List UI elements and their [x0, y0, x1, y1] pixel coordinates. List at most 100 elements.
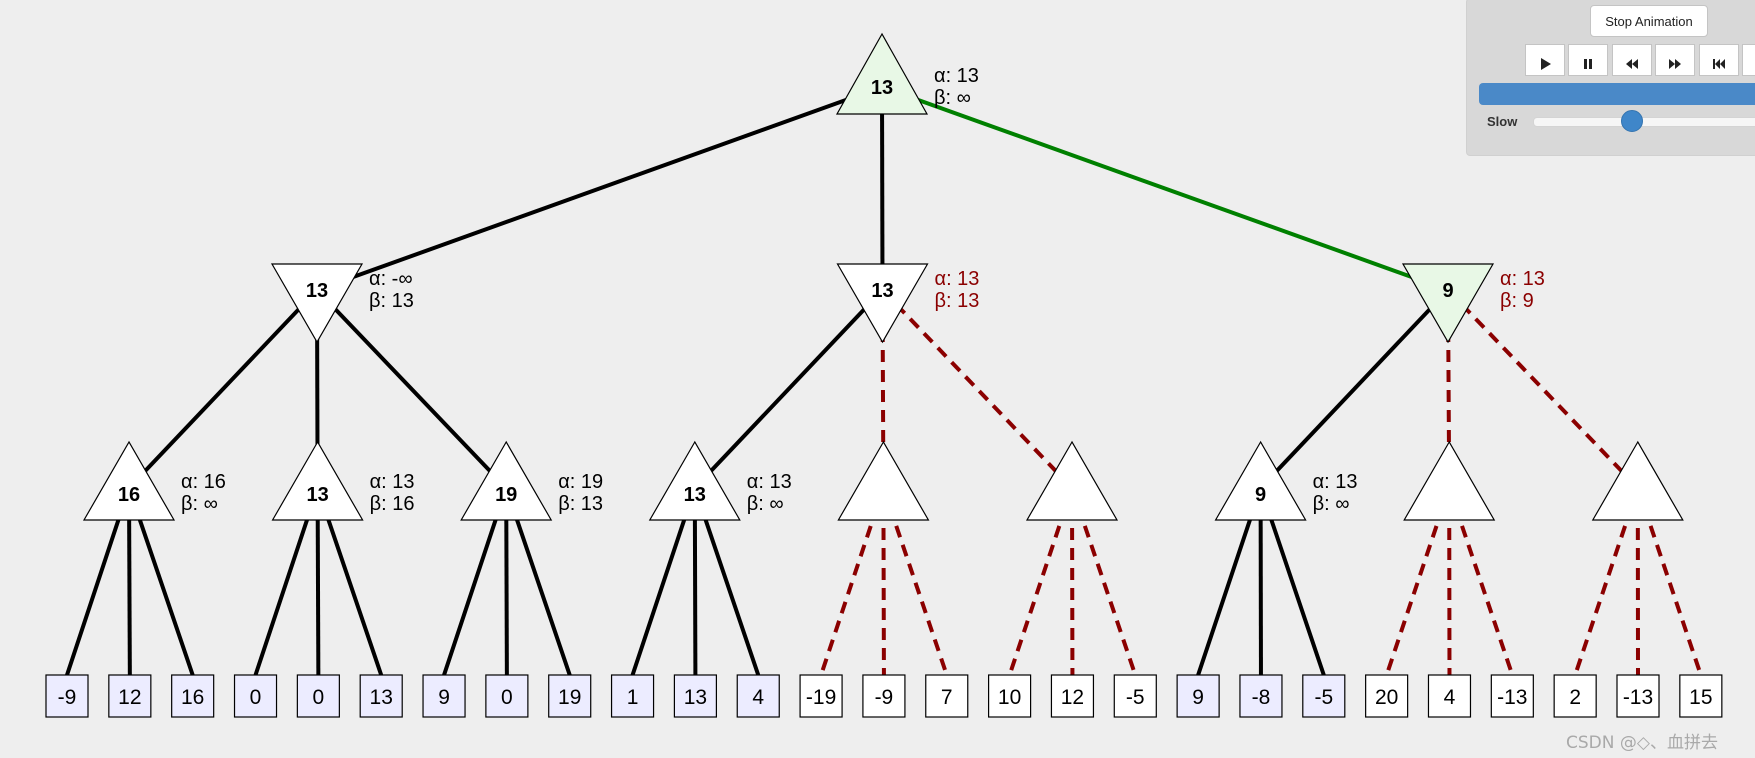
- leaf-node: [1302, 674, 1346, 718]
- rewind-icon: [1625, 59, 1638, 69]
- speed-slider-handle[interactable]: [1620, 110, 1643, 132]
- edge-to-leaf-16: [1007, 487, 1074, 676]
- leaf-node: [233, 674, 278, 718]
- leaf-node: [548, 674, 592, 718]
- min-node-value: 13: [306, 280, 328, 302]
- animation-control-panel: Stop Animation: [1466, 0, 1755, 156]
- pause-icon: [1584, 59, 1593, 69]
- leaf-node: [1553, 674, 1597, 718]
- leaf-value: 2: [1569, 686, 1581, 709]
- pruned-max-node: [1403, 440, 1496, 521]
- leaf-value: -19: [806, 686, 836, 709]
- max-node: [648, 440, 741, 521]
- min-node: [270, 263, 364, 344]
- edge-to-leaf-25: [1573, 487, 1640, 676]
- min-node: [1401, 263, 1495, 344]
- leaf-value: 0: [313, 686, 325, 709]
- edge-to-leaf-24: [1447, 487, 1515, 676]
- leaf-value: 15: [1689, 686, 1712, 709]
- play-icon: [1541, 58, 1551, 70]
- leaf-node: [422, 674, 466, 718]
- max-node-value: 13: [306, 484, 328, 506]
- edge-min-to-max-9: [1446, 288, 1640, 490]
- min-node-value: 9: [1442, 280, 1453, 302]
- pruned-max-node: [1025, 440, 1119, 521]
- play-button[interactable]: [1525, 44, 1565, 76]
- stop-animation-button[interactable]: Stop Animation: [1590, 5, 1708, 37]
- root-node-value: 13: [871, 77, 893, 99]
- leaf-value: 13: [684, 686, 707, 709]
- leaf-value: 4: [752, 686, 764, 709]
- max-node: [460, 440, 553, 521]
- fast-forward-button[interactable]: [1655, 44, 1696, 76]
- leaf-value: 12: [118, 686, 141, 709]
- leaf-node: [485, 674, 529, 718]
- edge-min-to-max-3: [315, 288, 508, 490]
- leaf-value: -13: [1497, 686, 1527, 709]
- edge-root-to-min-1: [316, 85, 883, 292]
- leaf-node: [359, 674, 403, 718]
- fast-forward-icon: [1669, 59, 1682, 69]
- leaf-value: 0: [250, 686, 262, 709]
- leaf-value: 10: [998, 686, 1021, 709]
- leaf-value: 7: [941, 686, 953, 709]
- leaf-value: 4: [1444, 686, 1456, 709]
- leaf-node: [1113, 674, 1157, 718]
- leaf-node: [171, 674, 215, 718]
- leaf-node: [610, 674, 655, 718]
- leaf-node: [736, 674, 780, 718]
- leaf-value: 0: [501, 686, 513, 709]
- leaf-node: [1239, 674, 1283, 718]
- pruned-max-node: [1591, 440, 1684, 521]
- edge-to-leaf-22: [1384, 487, 1452, 676]
- speed-label: Slow: [1487, 114, 1518, 129]
- edge-to-leaf-27: [1635, 487, 1703, 676]
- edge-root-to-min-2: [880, 86, 885, 291]
- leaf-node: [1427, 674, 1472, 718]
- leaf-value: 20: [1375, 686, 1398, 709]
- leaf-value: 9: [438, 686, 450, 709]
- rewind-button[interactable]: [1611, 44, 1652, 76]
- leaf-node: [1365, 674, 1409, 718]
- min-node-alpha-beta: α: -∞β: 13: [369, 268, 414, 312]
- leaf-node: [108, 674, 152, 718]
- leaf-node: [799, 674, 843, 718]
- edge-min-to-max-4: [693, 288, 884, 490]
- leaf-value: -5: [1126, 686, 1145, 709]
- leaf-value: -8: [1252, 686, 1271, 709]
- leaf-node: [296, 674, 340, 718]
- edge-min-to-max-6: [881, 288, 1074, 490]
- max-node-value: 9: [1255, 484, 1266, 506]
- edge-root-to-min-3: [881, 85, 1449, 292]
- playback-controls: [1525, 44, 1755, 76]
- edge-to-leaf-15: [881, 487, 949, 676]
- max-node-value: 16: [118, 484, 140, 506]
- leaf-node: [1490, 674, 1534, 718]
- animation-progress-bar: [1479, 83, 1755, 105]
- leaf-value: 1: [627, 686, 639, 709]
- leaf-value: 9: [1192, 686, 1204, 709]
- max-node: [271, 440, 364, 521]
- leaf-value: 12: [1061, 686, 1084, 709]
- leaf-value: 13: [370, 686, 393, 709]
- leaf-value: 16: [181, 686, 204, 709]
- leaf-node: [673, 674, 718, 718]
- leaf-value: -9: [58, 686, 77, 709]
- skip-to-end-button[interactable]: [1742, 44, 1755, 76]
- leaf-value: -9: [875, 686, 894, 709]
- pause-button[interactable]: [1568, 44, 1609, 76]
- edge-to-leaf-13: [819, 487, 886, 676]
- max-node-value: 19: [495, 484, 517, 506]
- skip-to-start-button[interactable]: [1698, 44, 1739, 76]
- leaf-node: [925, 674, 969, 718]
- leaf-value: -5: [1314, 686, 1333, 709]
- speed-slider[interactable]: [1533, 117, 1755, 127]
